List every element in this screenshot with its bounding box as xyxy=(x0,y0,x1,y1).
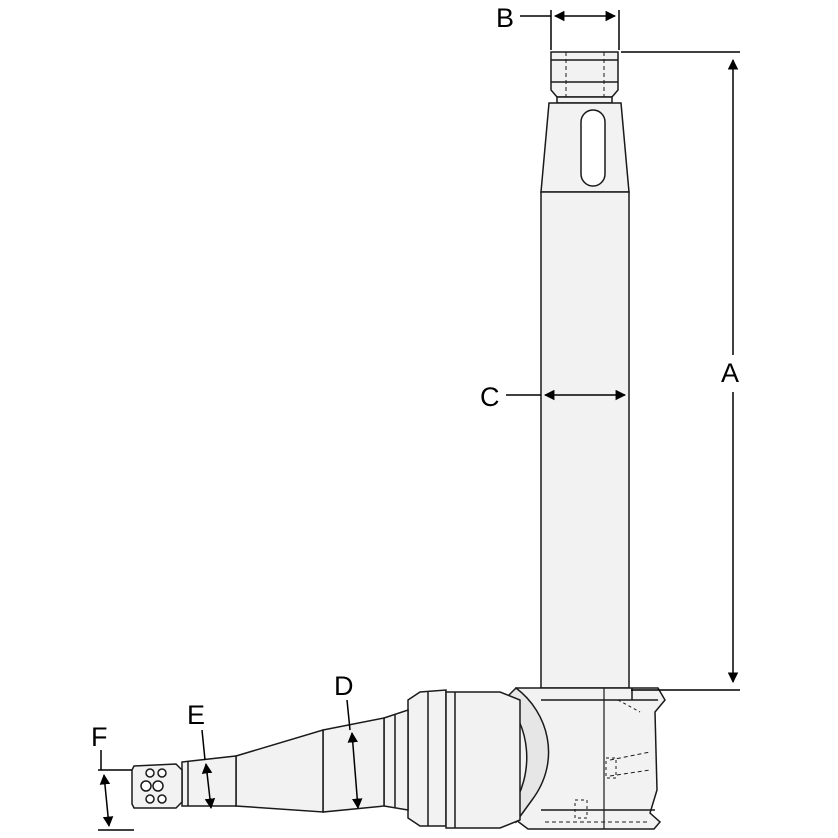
label-f: F xyxy=(91,722,108,752)
dim-d-arrow xyxy=(347,731,363,810)
dim-d-leader xyxy=(346,699,351,731)
axle-section-e xyxy=(181,755,237,807)
threaded-cap xyxy=(550,51,619,98)
axle-flange xyxy=(407,689,447,827)
knuckle-block xyxy=(515,687,666,830)
label-b: B xyxy=(496,3,514,33)
axle-collar xyxy=(383,708,409,811)
pin-slot xyxy=(580,109,606,187)
king-pin xyxy=(540,51,630,689)
label-e: E xyxy=(187,700,205,730)
dim-e-arrow xyxy=(201,762,216,810)
label-a: A xyxy=(721,358,739,388)
axle-section-d xyxy=(322,717,385,813)
dim-e-leader xyxy=(201,729,206,761)
dim-f-arrow xyxy=(99,773,114,828)
pin-neck xyxy=(556,96,613,104)
pin-shaft xyxy=(540,191,630,689)
knuckle-body xyxy=(502,687,666,830)
axle-taper xyxy=(235,728,324,813)
dimension-labels: A B C D E F xyxy=(91,3,739,752)
dimensions xyxy=(98,10,740,831)
label-d: D xyxy=(334,671,354,701)
label-c: C xyxy=(480,382,500,412)
stub-axle xyxy=(131,689,521,829)
